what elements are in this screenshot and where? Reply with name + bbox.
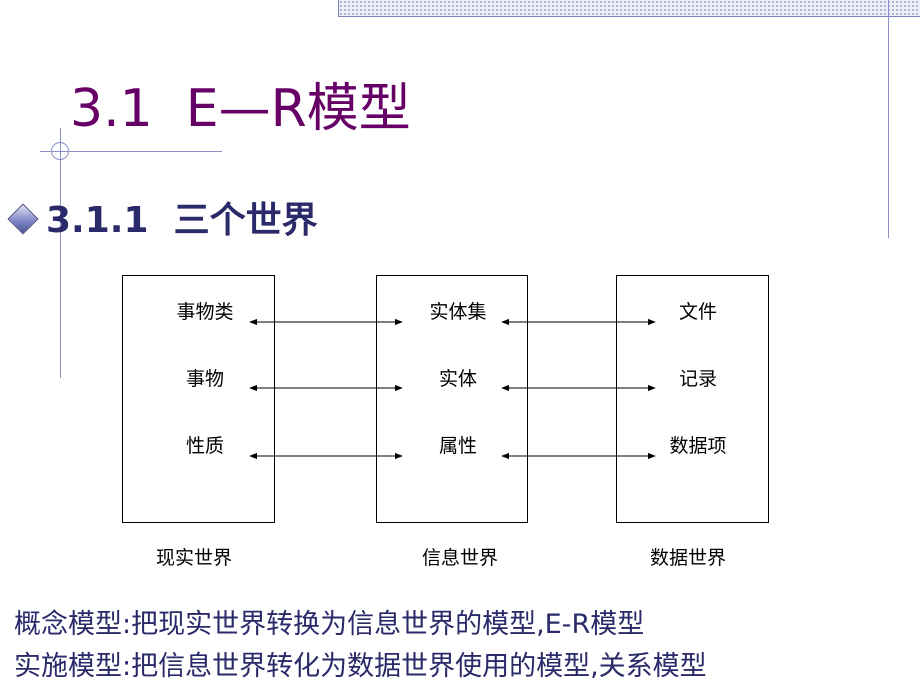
decorative-circle bbox=[51, 142, 69, 160]
decorative-horizontal-line bbox=[40, 151, 222, 152]
info-world-item: 实体集 bbox=[429, 301, 487, 323]
slide-title: 3.1 E—R模型 bbox=[70, 79, 411, 139]
data-world-box bbox=[616, 275, 769, 523]
section-number: 3.1.1 bbox=[46, 200, 149, 241]
real-world-item: 事物 bbox=[185, 368, 224, 390]
real-world-box bbox=[122, 275, 275, 523]
section-title: 三个世界 bbox=[173, 200, 318, 241]
info-world-box bbox=[376, 275, 528, 523]
decorative-header-band bbox=[338, 0, 920, 17]
real-world-item: 性质 bbox=[185, 435, 224, 457]
data-world-item: 文件 bbox=[678, 301, 717, 323]
info-world-item: 属性 bbox=[438, 435, 477, 457]
decorative-vertical-line bbox=[60, 128, 61, 378]
real-world-item: 事物类 bbox=[176, 301, 234, 323]
info-world-item: 实体 bbox=[438, 368, 477, 390]
data-world-item: 记录 bbox=[678, 368, 717, 390]
real-world-caption: 现实世界 bbox=[155, 547, 232, 569]
decorative-vertical-line bbox=[888, 0, 889, 238]
section-heading: 3.1.1 三个世界 bbox=[46, 198, 318, 244]
info-world-caption: 信息世界 bbox=[421, 547, 498, 569]
data-world-item: 数据项 bbox=[669, 435, 727, 457]
concept-model-description: 概念模型:把现实世界转换为信息世界的模型,E-R模型 bbox=[14, 609, 645, 640]
implementation-model-description: 实施模型:把信息世界转化为数据世界使用的模型,关系模型 bbox=[14, 651, 707, 682]
data-world-caption: 数据世界 bbox=[649, 547, 726, 569]
